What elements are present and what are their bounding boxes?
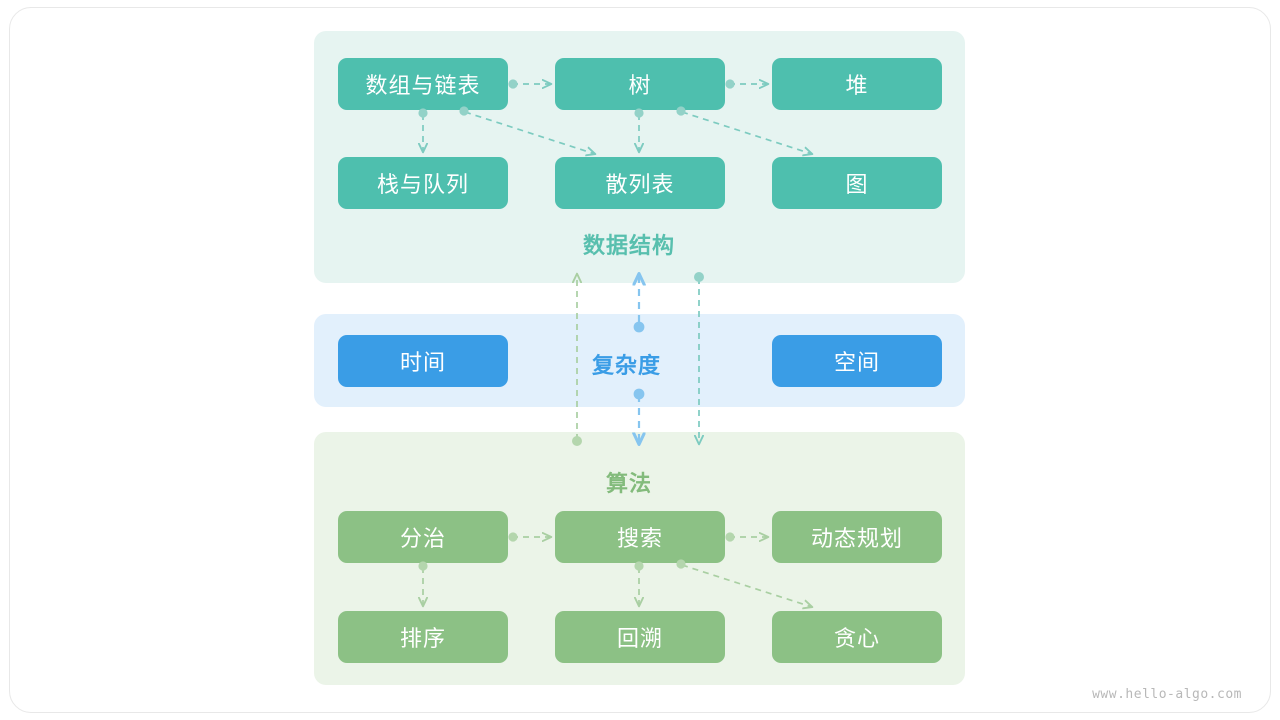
node-sorting[interactable]: 排序 — [338, 611, 508, 663]
node-tree[interactable]: 树 — [555, 58, 725, 110]
node-stack-queue[interactable]: 栈与队列 — [338, 157, 508, 209]
node-label: 贪心 — [833, 626, 880, 651]
node-label: 堆 — [845, 73, 869, 98]
node-label: 散列表 — [605, 172, 675, 197]
section-title-algorithm: 算法 — [606, 471, 653, 496]
node-greedy[interactable]: 贪心 — [772, 611, 942, 663]
node-dynamic-programming[interactable]: 动态规划 — [772, 511, 942, 563]
node-graph[interactable]: 图 — [772, 157, 942, 209]
node-label: 栈与队列 — [376, 172, 469, 197]
watermark-url: www.hello-algo.com — [1092, 687, 1242, 702]
node-label: 排序 — [399, 626, 446, 651]
node-array-linkedlist[interactable]: 数组与链表 — [338, 58, 508, 110]
node-label: 树 — [628, 73, 652, 98]
node-label: 回溯 — [616, 626, 663, 651]
node-heap[interactable]: 堆 — [772, 58, 942, 110]
section-title-complexity: 复杂度 — [592, 353, 662, 378]
node-label: 空间 — [833, 350, 880, 375]
node-search[interactable]: 搜索 — [555, 511, 725, 563]
node-label: 分治 — [399, 526, 446, 551]
node-backtracking[interactable]: 回溯 — [555, 611, 725, 663]
section-title-data-structure: 数据结构 — [583, 233, 676, 258]
node-space-complexity[interactable]: 空间 — [772, 335, 942, 387]
node-label: 数组与链表 — [365, 73, 481, 98]
node-label: 动态规划 — [810, 526, 903, 551]
node-time-complexity[interactable]: 时间 — [338, 335, 508, 387]
node-label: 图 — [845, 172, 869, 197]
node-label: 搜索 — [616, 526, 663, 551]
node-label: 时间 — [399, 350, 446, 375]
node-hash-table[interactable]: 散列表 — [555, 157, 725, 209]
node-divide-and-conquer[interactable]: 分治 — [338, 511, 508, 563]
